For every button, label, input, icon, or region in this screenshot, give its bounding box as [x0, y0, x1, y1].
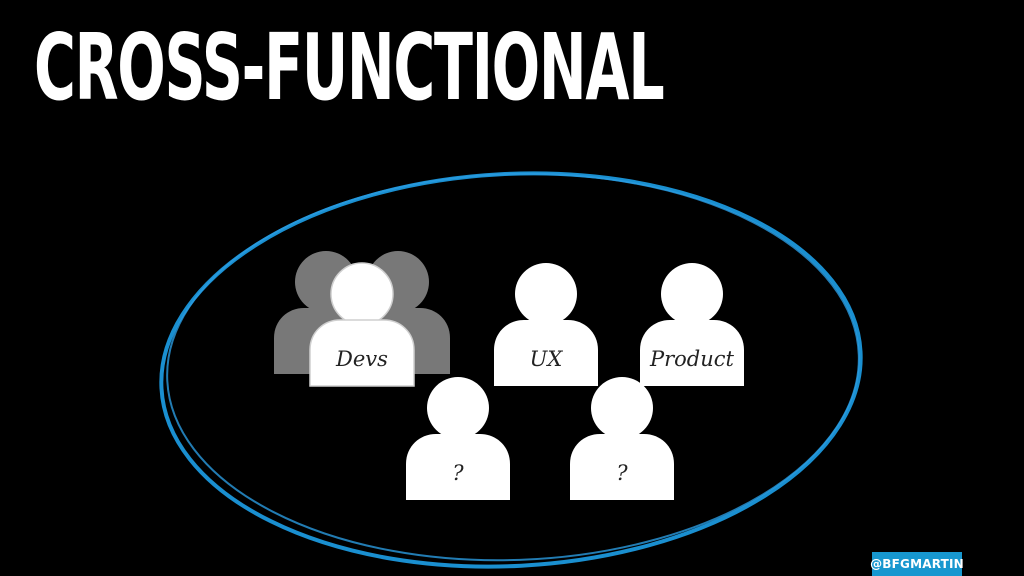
slide-title: CROSS-FUNCTIONAL: [34, 14, 665, 121]
author-handle-badge: @BFGMARTIN: [870, 552, 964, 576]
member-unknown-2: ?: [570, 377, 674, 500]
label-product: Product: [649, 347, 735, 371]
label-ux: UX: [530, 347, 564, 371]
label-unknown-2: ?: [616, 461, 628, 485]
member-ux: UX: [494, 263, 598, 386]
label-devs: Devs: [335, 347, 388, 371]
member-unknown-1: ?: [406, 377, 510, 500]
member-product: Product: [640, 263, 744, 386]
devs-group: Devs: [274, 251, 450, 387]
team-boundary-ellipse: [159, 171, 863, 569]
label-unknown-1: ?: [452, 461, 464, 485]
